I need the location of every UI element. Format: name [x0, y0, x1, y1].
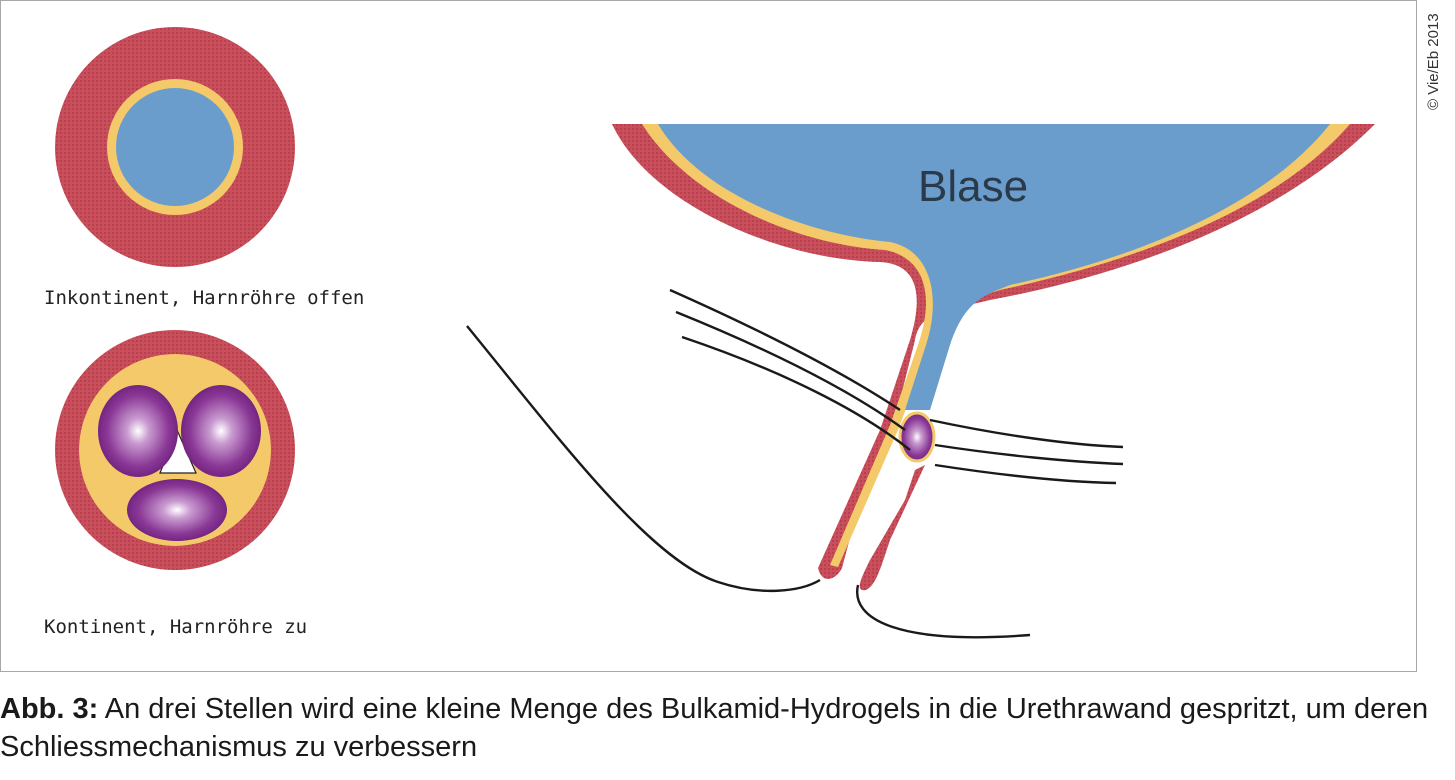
bladder-mucosa [642, 124, 1350, 567]
urethra-illustration: Inkontinent, Harnröhre offen Kontinent, … [44, 27, 1375, 639]
caption-label: Abb. 3: [0, 693, 99, 725]
cross-section-open [55, 27, 295, 267]
bladder-wall [612, 124, 1375, 579]
closed-label: Kontinent, Harnröhre zu [44, 616, 307, 638]
bladder-urine [658, 124, 1330, 410]
figure-frame [0, 0, 1417, 672]
caption-text: An drei Stellen wird eine kleine Menge d… [0, 693, 1429, 763]
pelvic-lines [466, 288, 1124, 639]
hydrogel-deposit-right [181, 385, 261, 477]
figure-caption: Abb. 3: An drei Stellen wird eine kleine… [0, 690, 1440, 766]
bladder-diagram: Blase [466, 124, 1375, 639]
urethra-wall-right [859, 465, 925, 591]
bladder-label: Blase [918, 162, 1028, 211]
open-label: Inkontinent, Harnröhre offen [44, 287, 364, 309]
hydrogel-deposit-bottom [127, 479, 227, 541]
lumen-open [116, 88, 234, 206]
copyright-notice: © Vie/Eb 2013 [1425, 13, 1442, 110]
hydrogel-deposit-urethra [898, 411, 936, 463]
hydrogel-deposit-left [98, 385, 178, 477]
cross-section-closed [55, 330, 295, 570]
